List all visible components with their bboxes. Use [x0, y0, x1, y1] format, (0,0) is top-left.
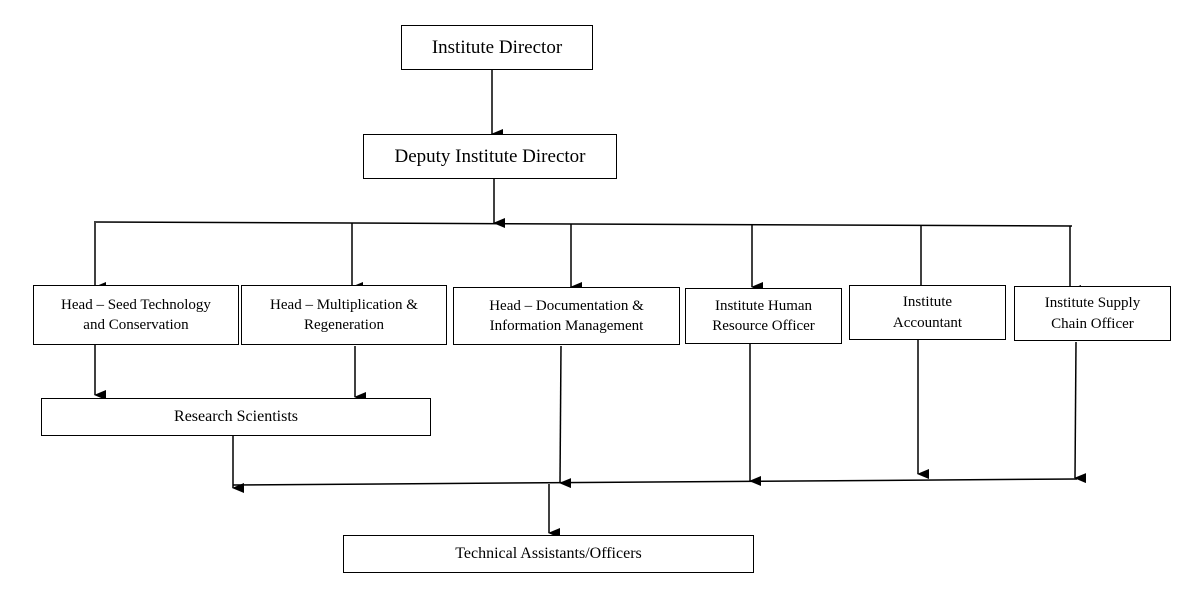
arrow-documentation-to-bus [559, 345, 572, 489]
bottom-collection-line [232, 478, 1078, 486]
head-seed-line2: and Conservation [83, 317, 189, 333]
head-multiplication-box: Head – Multiplication & Regeneration [241, 285, 447, 345]
supply-chain-line1: Institute Supply [1044, 295, 1141, 312]
supply-chain-line2: Chain Officer [1051, 315, 1134, 332]
research-scientists-label: Research Scientists [174, 408, 298, 426]
hr-officer-line2: Resource Officer [712, 318, 815, 334]
deputy-director-label: Deputy Institute Director [394, 145, 586, 167]
deputy-director-box: Deputy Institute Director [363, 134, 617, 179]
head-seed-line1: Head – Seed Technology [61, 296, 211, 313]
hr-officer-line1: Institute Human [714, 297, 813, 314]
supply-chain-officer-box: Institute Supply Chain Officer [1014, 286, 1171, 341]
accountant-box: Institute Accountant [849, 285, 1006, 340]
head-multiplication-line2: Regeneration [304, 317, 384, 333]
head-multiplication-line1: Head – Multiplication & [270, 296, 418, 313]
technical-assistants-label: Technical Assistants/Officers [455, 545, 642, 563]
head-documentation-box: Head – Documentation & Information Manag… [453, 287, 680, 345]
head-seed-technology-box: Head – Seed Technology and Conservation [33, 285, 239, 345]
head-documentation-line1: Head – Documentation & [489, 297, 644, 314]
technical-assistants-box: Technical Assistants/Officers [343, 535, 754, 573]
accountant-line2: Accountant [892, 314, 963, 331]
director-box: Institute Director [401, 25, 593, 70]
director-label: Institute Director [431, 36, 563, 58]
top-distribution-line [93, 221, 1073, 227]
accountant-line1: Institute [902, 294, 953, 311]
research-scientists-box: Research Scientists [41, 398, 431, 436]
head-documentation-line2: Information Management [489, 318, 644, 334]
arrow-supply-chain-to-bus [1074, 341, 1087, 484]
hr-officer-box: Institute Human Resource Officer [685, 288, 842, 344]
